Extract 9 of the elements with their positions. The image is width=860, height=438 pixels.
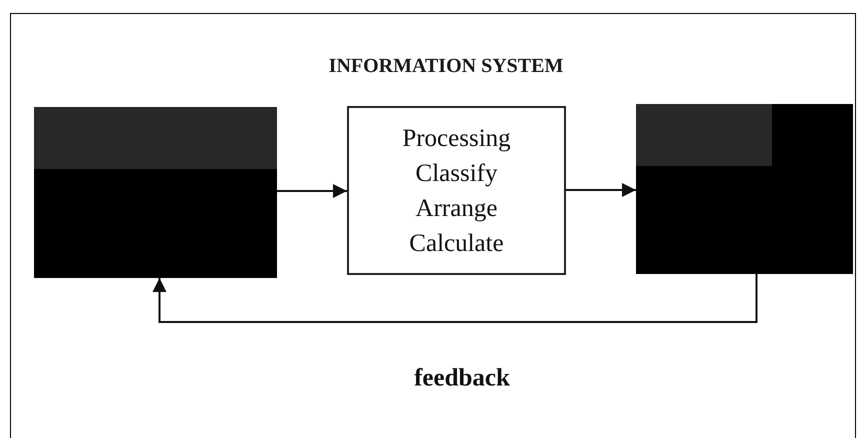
process-box [347,106,566,275]
system-frame [10,13,856,438]
frame-title: INFORMATION SYSTEM [328,54,564,79]
process-text: Processing Classify Arrange Calculate [401,124,512,258]
arrow [566,183,636,197]
filled-box [636,104,853,274]
arrow [152,274,758,323]
filled-box [34,107,277,278]
arrow [277,184,347,198]
